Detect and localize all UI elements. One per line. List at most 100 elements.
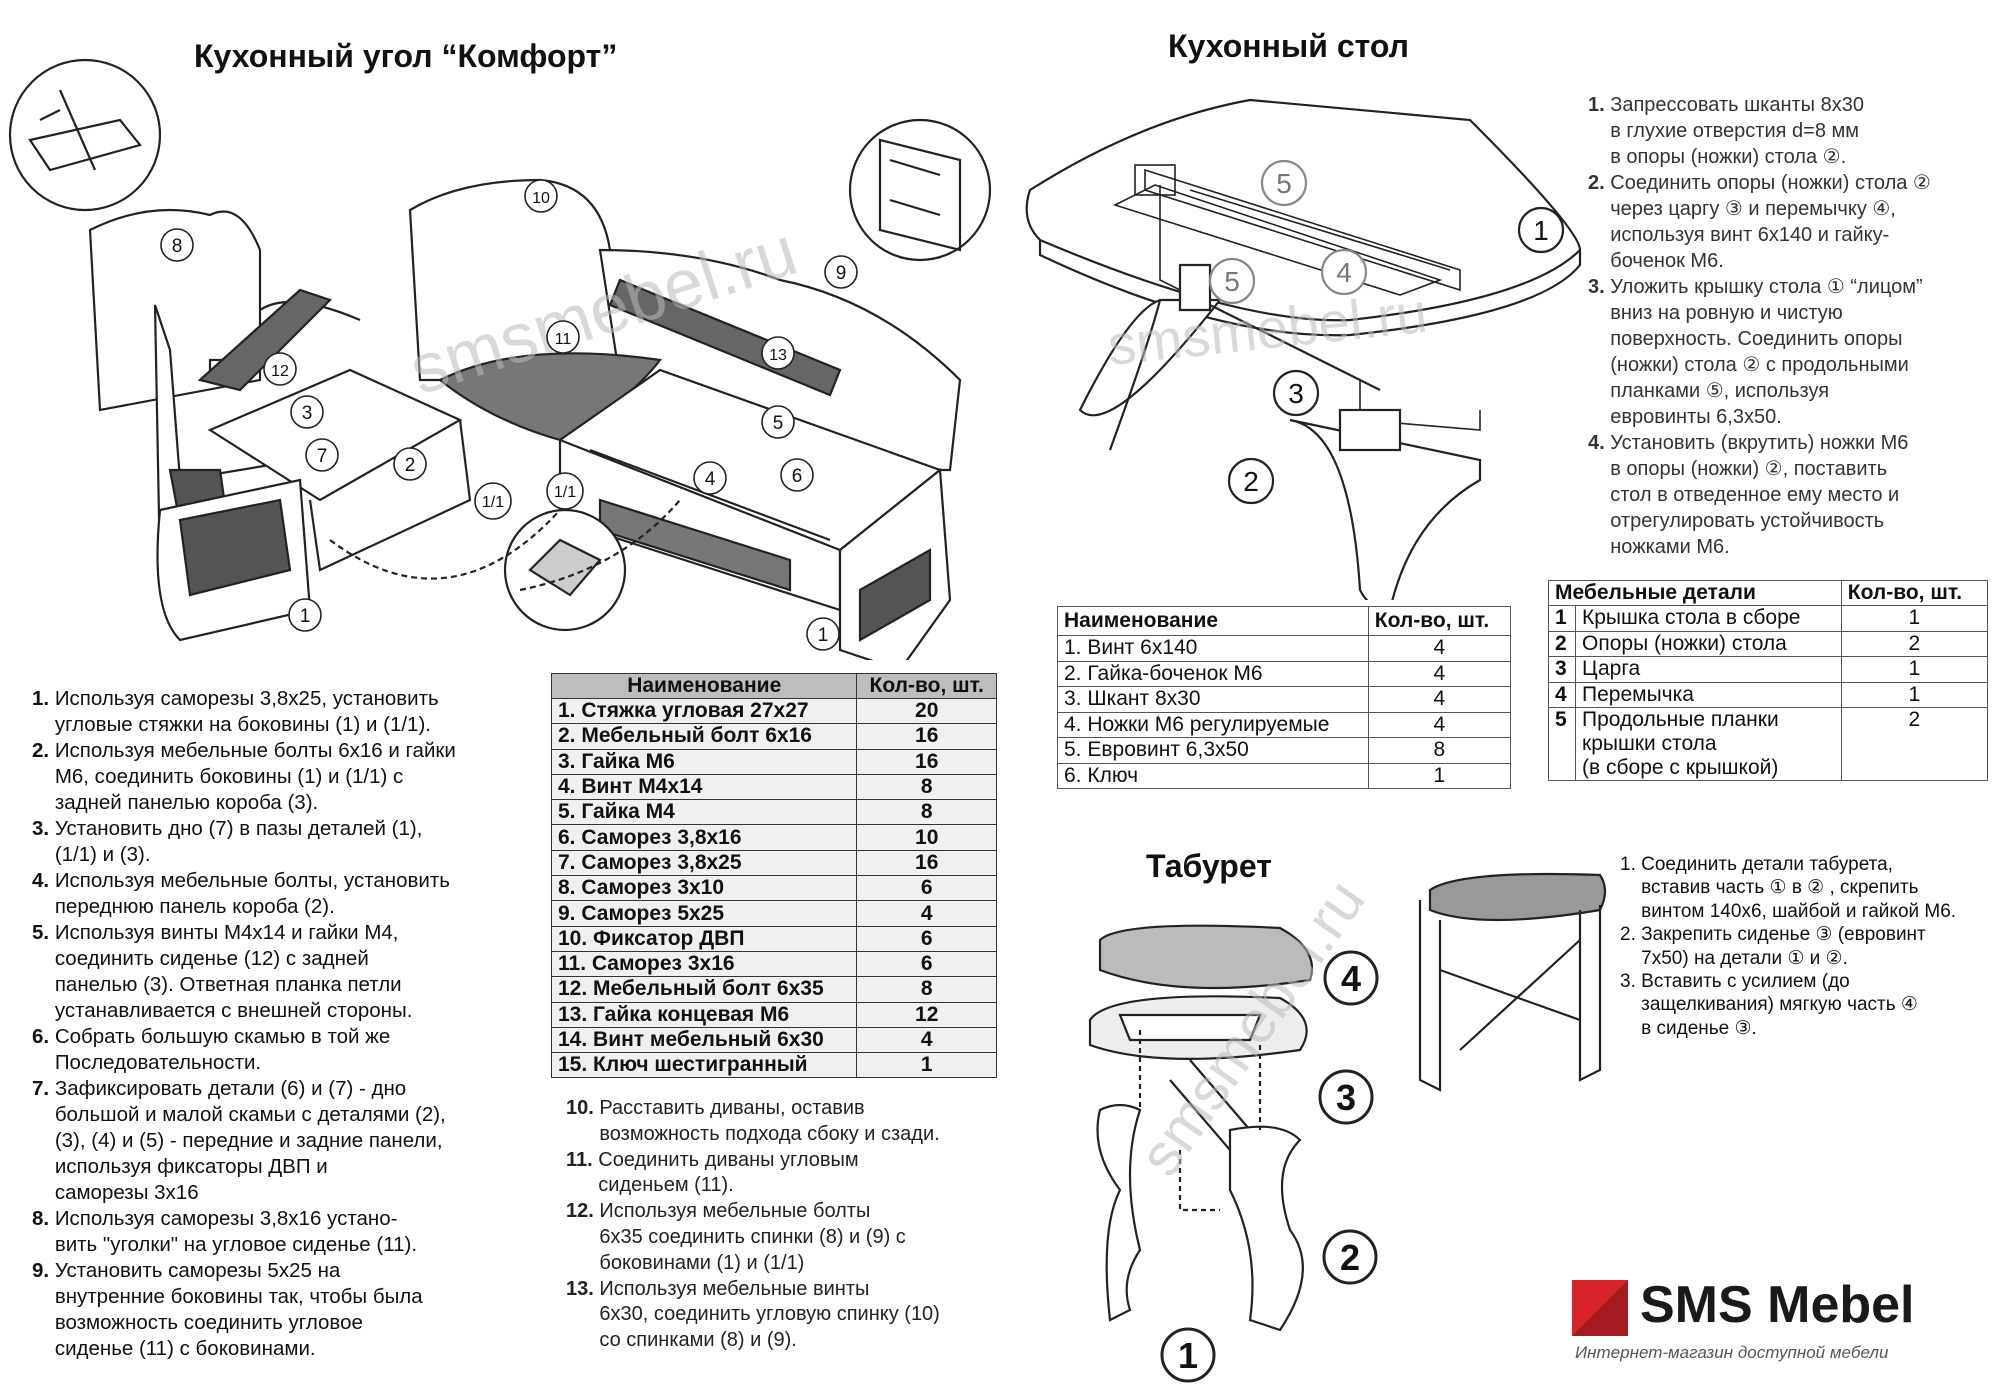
logo-mark-icon: [1572, 1280, 1628, 1336]
svg-text:2: 2: [405, 455, 416, 476]
table-title: Кухонный стол: [1168, 28, 1409, 64]
svg-text:1/1: 1/1: [554, 484, 576, 501]
label-5: 5: [761, 405, 795, 439]
col-header-qty: Кол-во, шт.: [856, 673, 997, 699]
col-header-name: Наименование: [550, 673, 858, 699]
stool-label-3: 3: [1318, 1069, 1374, 1125]
step: 1. Используя саморезы 3,8х25, установить…: [32, 687, 439, 736]
step: 11. Соединить диваны угловым сиденьем (1…: [566, 1148, 859, 1197]
corner-steps-continued: 10. Расставить диваны, оставив возможнос…: [566, 1096, 1006, 1354]
table-label-1: 1: [1517, 206, 1565, 254]
label-12: 12: [263, 352, 297, 386]
label-1-right: 1: [806, 617, 840, 651]
svg-text:1: 1: [818, 625, 829, 646]
label-1-left: 1: [288, 598, 322, 632]
svg-text:1: 1: [1533, 215, 1549, 246]
step: 1. Соединить детали табурета, вставив ча…: [1620, 854, 1957, 922]
label-1-1-right: 1/1: [546, 472, 584, 510]
step: 10. Расставить диваны, оставив возможнос…: [566, 1097, 940, 1145]
table-diagram: smsmebel.ru 1 2 3 4 5 5: [1025, 98, 1582, 600]
step: 13. Используя мебельные винты 6х30, соед…: [566, 1277, 940, 1352]
svg-text:11: 11: [555, 331, 572, 348]
svg-text:4: 4: [705, 469, 716, 490]
step: 4. Используя мебельные болты, установить…: [32, 869, 450, 918]
svg-text:2: 2: [1340, 1237, 1360, 1278]
svg-text:1/1: 1/1: [482, 494, 504, 511]
svg-text:12: 12: [271, 363, 289, 380]
label-4: 4: [693, 461, 727, 495]
svg-text:4: 4: [1336, 257, 1352, 288]
step: 2. Используя мебельные болты 6х16 и гайк…: [32, 739, 456, 814]
table-label-2: 2: [1227, 457, 1275, 505]
svg-text:3: 3: [1336, 1077, 1356, 1118]
table-steps: 1. Запрессовать шканты 8х30 в глухие отв…: [1588, 92, 1988, 560]
svg-text:2: 2: [1243, 466, 1259, 497]
svg-text:5: 5: [1224, 266, 1240, 297]
col-header-parts: Мебельные детали: [1548, 580, 1842, 606]
step: 3. Уложить крышку стола ① “лицом” вниз н…: [1588, 276, 1923, 428]
corner-title: Кухонный угол “Комфорт”: [194, 38, 618, 74]
label-2: 2: [393, 447, 427, 481]
svg-text:1: 1: [300, 606, 311, 627]
table-label-4: 4: [1320, 248, 1368, 296]
label-8: 8: [160, 228, 194, 262]
step: 2. Закрепить сиденье ③ (евровинт 7х50) н…: [1620, 924, 1926, 969]
svg-text:8: 8: [172, 236, 183, 257]
label-11: 11: [546, 320, 580, 354]
corner-diagram: smsmebel.ru 1 1 1/1 1/1 2 3 4 5 6 7 8 9 …: [8, 58, 992, 660]
step: 12. Используя мебельные болты 6х35 соеди…: [566, 1200, 906, 1274]
svg-text:5: 5: [1276, 168, 1292, 199]
step: 5. Используя винты М4х14 и гайки М4, сое…: [32, 921, 413, 1022]
svg-text:1: 1: [1178, 1335, 1198, 1376]
svg-text:3: 3: [1288, 378, 1304, 409]
label-6: 6: [780, 458, 814, 492]
step: 7. Зафиксировать детали (6) и (7) - дно …: [32, 1077, 446, 1204]
svg-text:4: 4: [1341, 958, 1361, 999]
svg-text:9: 9: [836, 263, 847, 284]
svg-text:5: 5: [773, 413, 784, 434]
label-7: 7: [305, 438, 339, 472]
col-header-qty: Кол-во, шт.: [1367, 606, 1512, 636]
stool-steps: 1. Соединить детали табурета, вставив ча…: [1620, 853, 1995, 1040]
label-10: 10: [524, 179, 558, 213]
step: 8. Используя саморезы 3,8х16 устано- вит…: [32, 1207, 418, 1256]
svg-text:13: 13: [769, 347, 787, 364]
stool-title: Табурет: [1146, 848, 1272, 884]
stool-label-4: 4: [1323, 950, 1379, 1006]
step: 9. Установить саморезы 5х25 на внутренни…: [32, 1259, 423, 1360]
label-9: 9: [824, 255, 858, 289]
table-label-5-top: 5: [1260, 159, 1308, 207]
stool-label-1: 1: [1160, 1327, 1216, 1383]
stool-diagram: smsmebel.ru 1 2 3 4: [1088, 868, 1607, 1383]
col-header-name: Наименование: [1057, 606, 1369, 636]
table-label-5-mid: 5: [1208, 257, 1256, 305]
svg-text:10: 10: [532, 190, 550, 207]
label-13: 13: [761, 336, 795, 370]
table-label-3: 3: [1272, 369, 1320, 417]
corner-steps: 1. Используя саморезы 3,8х25, установить…: [32, 686, 552, 1362]
svg-text:6: 6: [792, 466, 803, 487]
